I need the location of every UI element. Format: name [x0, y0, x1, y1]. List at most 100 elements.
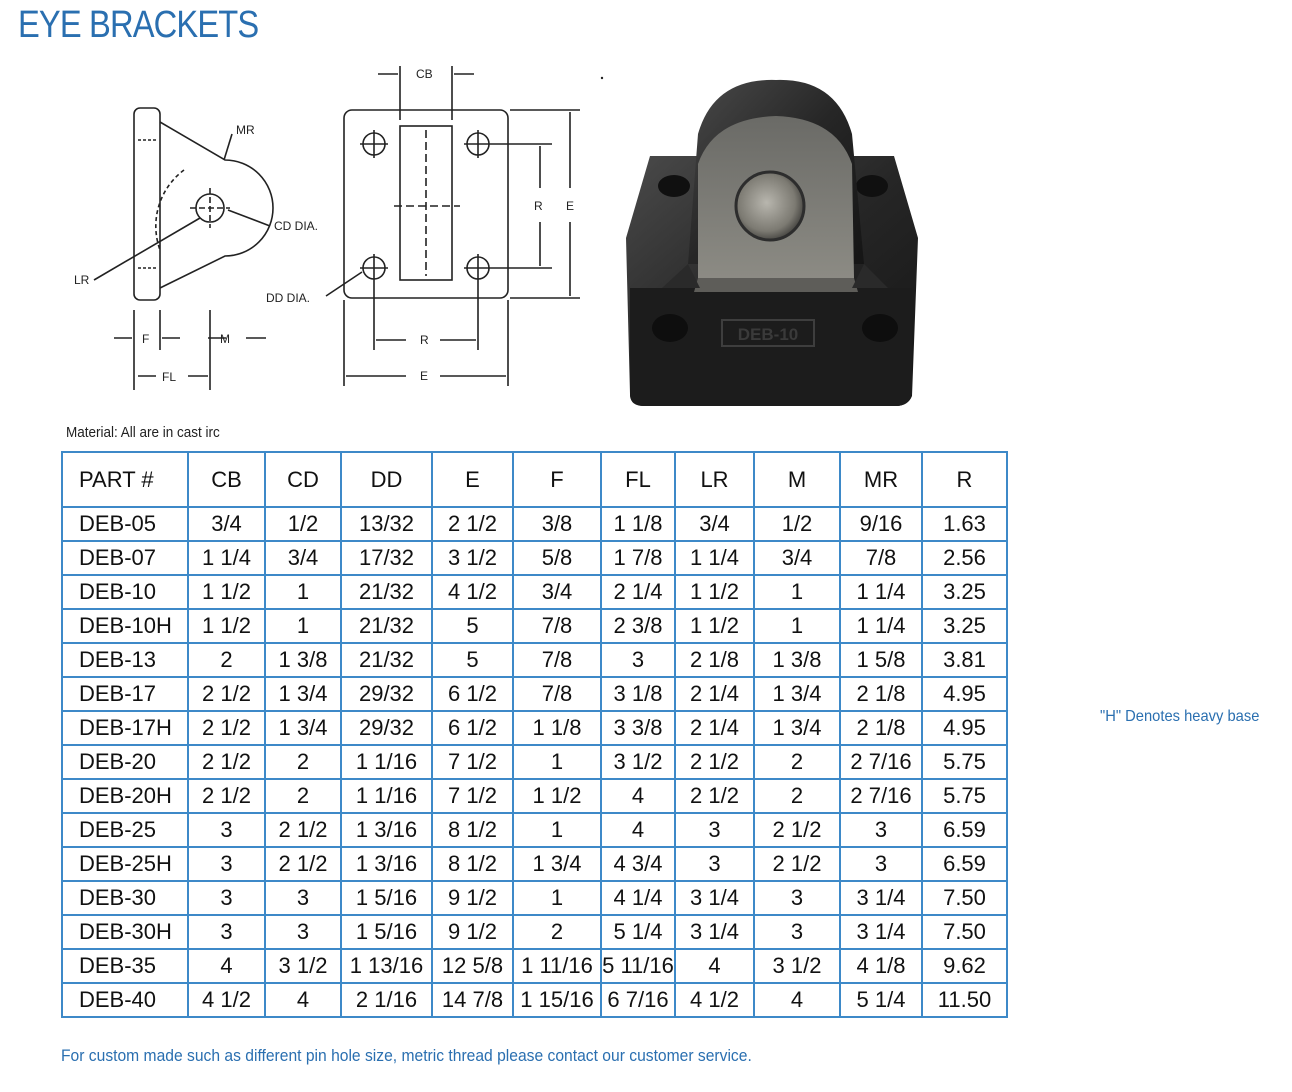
dimension-cell: 1 [512, 744, 602, 780]
dimension-cell: 6 1/2 [431, 676, 514, 712]
dimension-cell: 2 1/2 [187, 778, 266, 814]
dimension-cell: 2 1/2 [187, 676, 266, 712]
dimension-cell: 3/4 [264, 540, 342, 576]
dimension-cell: 1 1/4 [839, 608, 923, 644]
dimension-cell: 21/32 [340, 608, 433, 644]
dimension-cell: 2 1/2 [187, 710, 266, 746]
top-view-drawing [325, 66, 580, 386]
part-number-cell: DEB-10H [61, 608, 189, 644]
f-label: F [142, 332, 149, 346]
part-number-cell: DEB-30 [61, 880, 189, 916]
dimension-cell: 7 1/2 [431, 778, 514, 814]
dimension-cell: 1 [512, 880, 602, 916]
dimension-cell: 1 1/4 [839, 574, 923, 610]
dimension-cell: 6.59 [921, 846, 1008, 882]
header-cb: CB [187, 451, 266, 508]
part-number-cell: DEB-30H [61, 914, 189, 950]
dimension-cell: 3 [187, 880, 266, 916]
dimension-cell: 2 1/2 [264, 812, 342, 848]
dimension-cell: 9 1/2 [431, 880, 514, 916]
dimension-cell: 3 [600, 642, 676, 678]
dimension-cell: 2 [512, 914, 602, 950]
dimension-cell: 13/32 [340, 506, 433, 542]
dimension-cell: 4 [674, 948, 755, 984]
part-number-cell: DEB-10 [61, 574, 189, 610]
dimension-cell: 5.75 [921, 744, 1008, 780]
dimension-cell: 3 3/8 [600, 710, 676, 746]
dimension-cell: 2 [264, 744, 342, 780]
dimension-cell: 14 7/8 [431, 982, 514, 1018]
header-e: E [431, 451, 514, 508]
dimension-cell: 5 [431, 642, 514, 678]
part-number-cell: DEB-35 [61, 948, 189, 984]
dimension-cell: 4 [600, 812, 676, 848]
lr-label: LR [74, 273, 90, 287]
part-number-cell: DEB-17 [61, 676, 189, 712]
part-number-cell: DEB-25H [61, 846, 189, 882]
dimension-cell: 2 1/2 [753, 846, 841, 882]
dimension-cell: 1 1/8 [600, 506, 676, 542]
dimension-cell: 3/4 [512, 574, 602, 610]
dimension-cell: 1 1/16 [340, 744, 433, 780]
dimension-cell: 1 3/4 [264, 676, 342, 712]
dimension-cell: 7/8 [512, 642, 602, 678]
dimension-cell: 1/2 [264, 506, 342, 542]
dimension-cell: 1.63 [921, 506, 1008, 542]
dimension-cell: 5/8 [512, 540, 602, 576]
dimension-cell: 3/8 [512, 506, 602, 542]
dimension-cell: 5 11/16 [600, 948, 676, 984]
dimension-cell: 29/32 [340, 710, 433, 746]
side-view-drawing [93, 107, 274, 390]
dimension-cell: 3 [839, 846, 923, 882]
dimension-cell: 3 [674, 812, 755, 848]
cd-dia-label: CD DIA. [274, 219, 318, 233]
dimension-cell: 2 1/8 [674, 642, 755, 678]
dimension-cell: 3 1/4 [839, 880, 923, 916]
header-fl: FL [600, 451, 676, 508]
dimension-cell: 7.50 [921, 880, 1008, 916]
dimension-cell: 1 5/16 [340, 880, 433, 916]
dimension-cell: 7/8 [839, 540, 923, 576]
dimension-cell: 3.81 [921, 642, 1008, 678]
dimension-cell: 9 1/2 [431, 914, 514, 950]
part-number-cell: DEB-20 [61, 744, 189, 780]
table-header-row: PART # CB CD DD E F FL LR M MR R [61, 451, 1008, 508]
part-number-cell: DEB-13 [61, 642, 189, 678]
dimension-cell: 1 7/8 [600, 540, 676, 576]
dimension-cell: 8 1/2 [431, 846, 514, 882]
dimension-cell: 1 3/8 [264, 642, 342, 678]
custom-order-note: For custom made such as different pin ho… [61, 1046, 752, 1065]
dimension-cell: 4.95 [921, 676, 1008, 712]
dimension-cell: 3 1/4 [839, 914, 923, 950]
dimension-cell: 6 1/2 [431, 710, 514, 746]
dimension-cell: 1 1/4 [187, 540, 266, 576]
cb-label: CB [416, 67, 433, 81]
dimension-cell: 2 [264, 778, 342, 814]
dimension-cell: 3/4 [674, 506, 755, 542]
dimension-cell: 3 1/2 [264, 948, 342, 984]
dimension-cell: 4 1/2 [674, 982, 755, 1018]
dimension-cell: 2.56 [921, 540, 1008, 576]
material-note: Material: All are in cast irc [66, 424, 220, 441]
dimension-cell: 21/32 [340, 642, 433, 678]
dimension-cell: 3 [187, 846, 266, 882]
dimension-cell: 4 1/2 [431, 574, 514, 610]
dimension-cell: 2 7/16 [839, 778, 923, 814]
dimension-cell: 2 1/2 [264, 846, 342, 882]
dimension-cell: 1 3/16 [340, 846, 433, 882]
dimension-cell: 2 1/16 [340, 982, 433, 1018]
dimension-cell: 4 1/2 [187, 982, 266, 1018]
dimension-cell: 4 1/4 [600, 880, 676, 916]
dimension-cell: 7/8 [512, 676, 602, 712]
header-f: F [512, 451, 602, 508]
dimension-cell: 1 3/16 [340, 812, 433, 848]
dimension-cell: 4 3/4 [600, 846, 676, 882]
dimension-cell: 1 3/4 [753, 676, 841, 712]
